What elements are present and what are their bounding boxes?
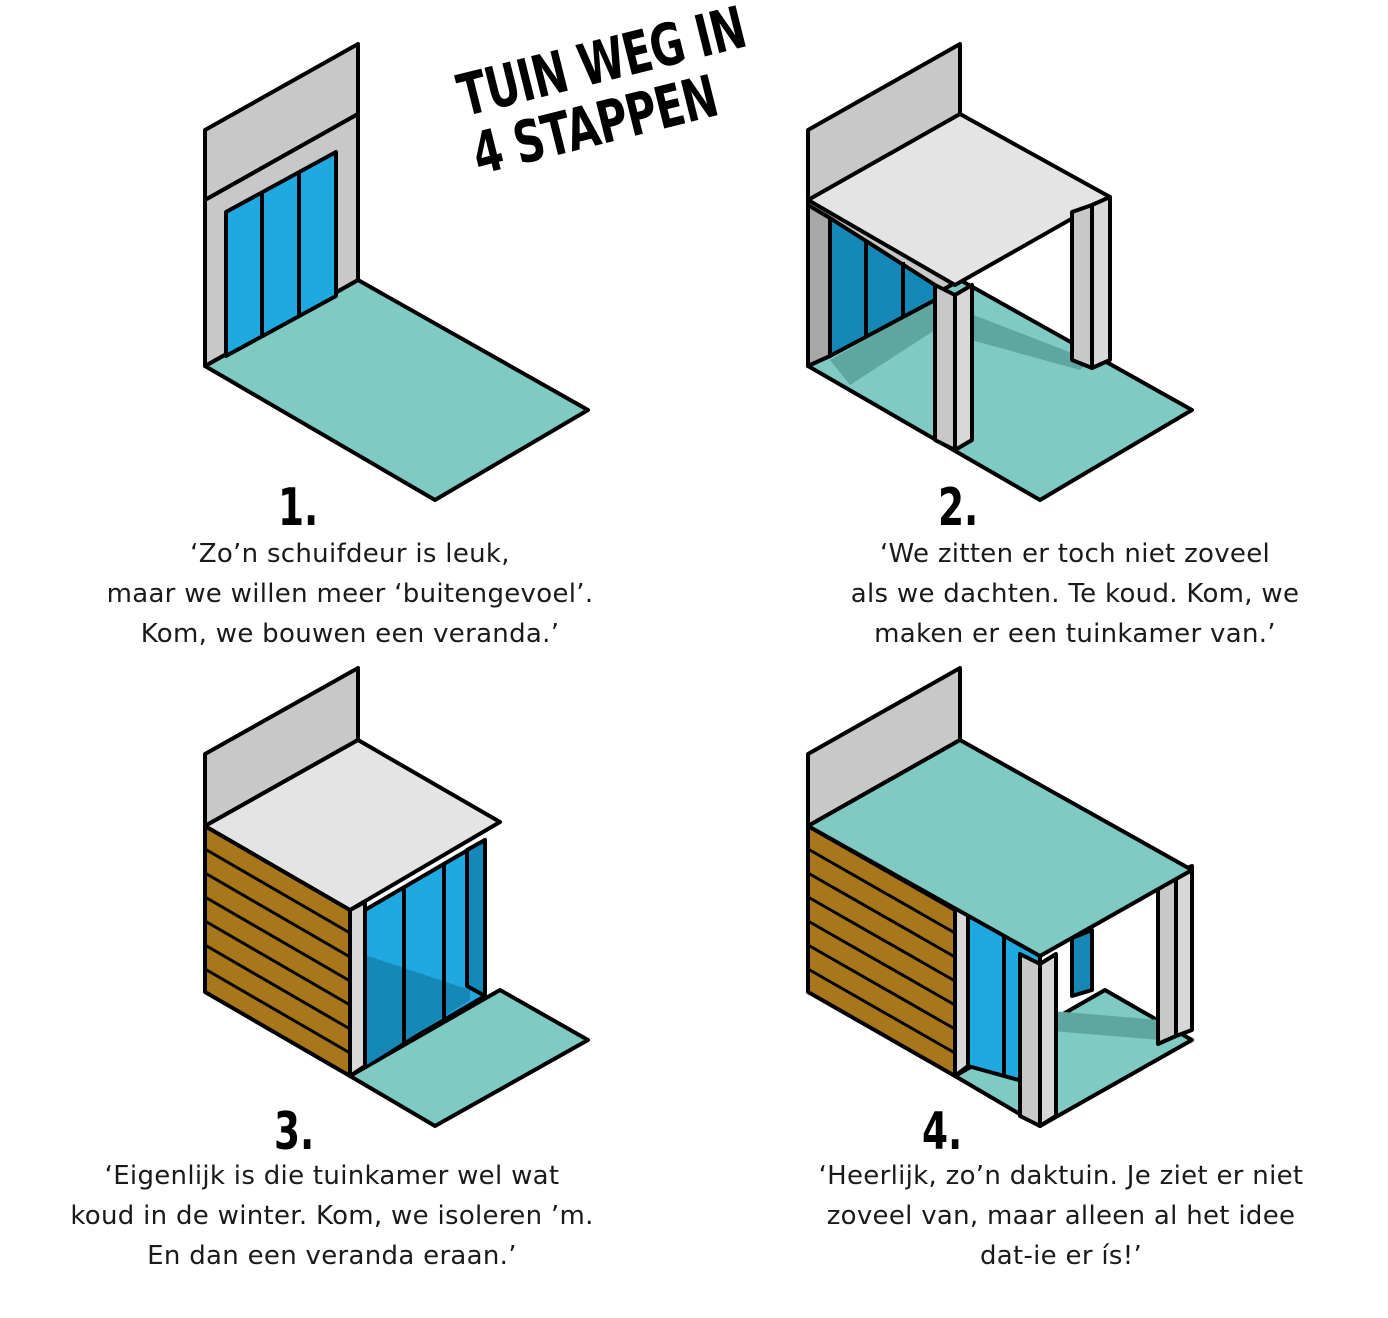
caption-line: ‘We zitten er toch niet zoveel: [879, 539, 1271, 569]
step-2-illustration: [806, 42, 1194, 502]
caption-line: ‘Heerlijk, zo’n daktuin. Je ziet er niet: [818, 1161, 1304, 1191]
caption-line: dat-ie er ís!’: [979, 1241, 1143, 1271]
step-3-caption: ‘Eigenlijk is die tuinkamer wel wat koud…: [0, 1156, 664, 1276]
step-4-roof-garden: [806, 738, 1194, 958]
step-4-number: 4.: [922, 1102, 963, 1162]
step-2-pillar-front: [933, 283, 957, 452]
caption-line: koud in de winter. Kom, we isoleren ’m.: [70, 1201, 594, 1231]
step-1-number: 1.: [278, 478, 319, 538]
step-3-pillar: [348, 900, 367, 1078]
caption-line: En dan een veranda eraan.’: [147, 1241, 517, 1271]
step-4-caption: ‘Heerlijk, zo’n daktuin. Je ziet er niet…: [734, 1156, 1388, 1276]
step-4-pillar-back-side: [1174, 864, 1194, 1038]
caption-line: maar we willen meer ‘buitengevoel’.: [106, 579, 594, 609]
step-4-pillar-front-side: [1038, 952, 1058, 1128]
step-2-number: 2.: [938, 478, 979, 538]
step-4-shadow: [1040, 1010, 1160, 1040]
step-4-pillar-back: [1156, 870, 1178, 1046]
step-2-side-wall: [806, 203, 832, 368]
caption-line: Kom, we bouwen een veranda.’: [140, 619, 560, 649]
caption-line: als we dachten. Te koud. Kom, we: [850, 579, 1300, 609]
step-3-illustration: [203, 666, 590, 1128]
step-2-caption: ‘We zitten er toch niet zoveel als we da…: [750, 534, 1388, 654]
step-1-illustration: [203, 42, 590, 502]
caption-line: ‘Zo’n schuifdeur is leuk,: [190, 539, 510, 569]
step-4-glass-back: [1070, 928, 1094, 998]
step-4-pillar-corner: [953, 900, 970, 1078]
caption-line: maken er een tuinkamer van.’: [874, 619, 1276, 649]
step-3-roof: [203, 738, 502, 912]
step-2-pillar-front-side: [953, 283, 974, 452]
step-2-pillar-back-side: [1090, 195, 1112, 370]
step-3-glass-side: [465, 838, 487, 998]
caption-line: ‘Eigenlijk is die tuinkamer wel wat: [104, 1161, 560, 1191]
step-2-pillar-back: [1070, 203, 1094, 370]
step-4-wood-planks: [807, 847, 956, 1055]
step-4-illustration: [806, 666, 1194, 1128]
step-1-caption: ‘Zo’n schuifdeur is leuk, maar we willen…: [30, 534, 670, 654]
caption-line: zoveel van, maar alleen al het idee: [826, 1201, 1296, 1231]
step-3-wood-planks: [204, 847, 351, 1055]
step-4-pillar-front: [1018, 952, 1042, 1128]
step-3-number: 3.: [274, 1102, 315, 1162]
